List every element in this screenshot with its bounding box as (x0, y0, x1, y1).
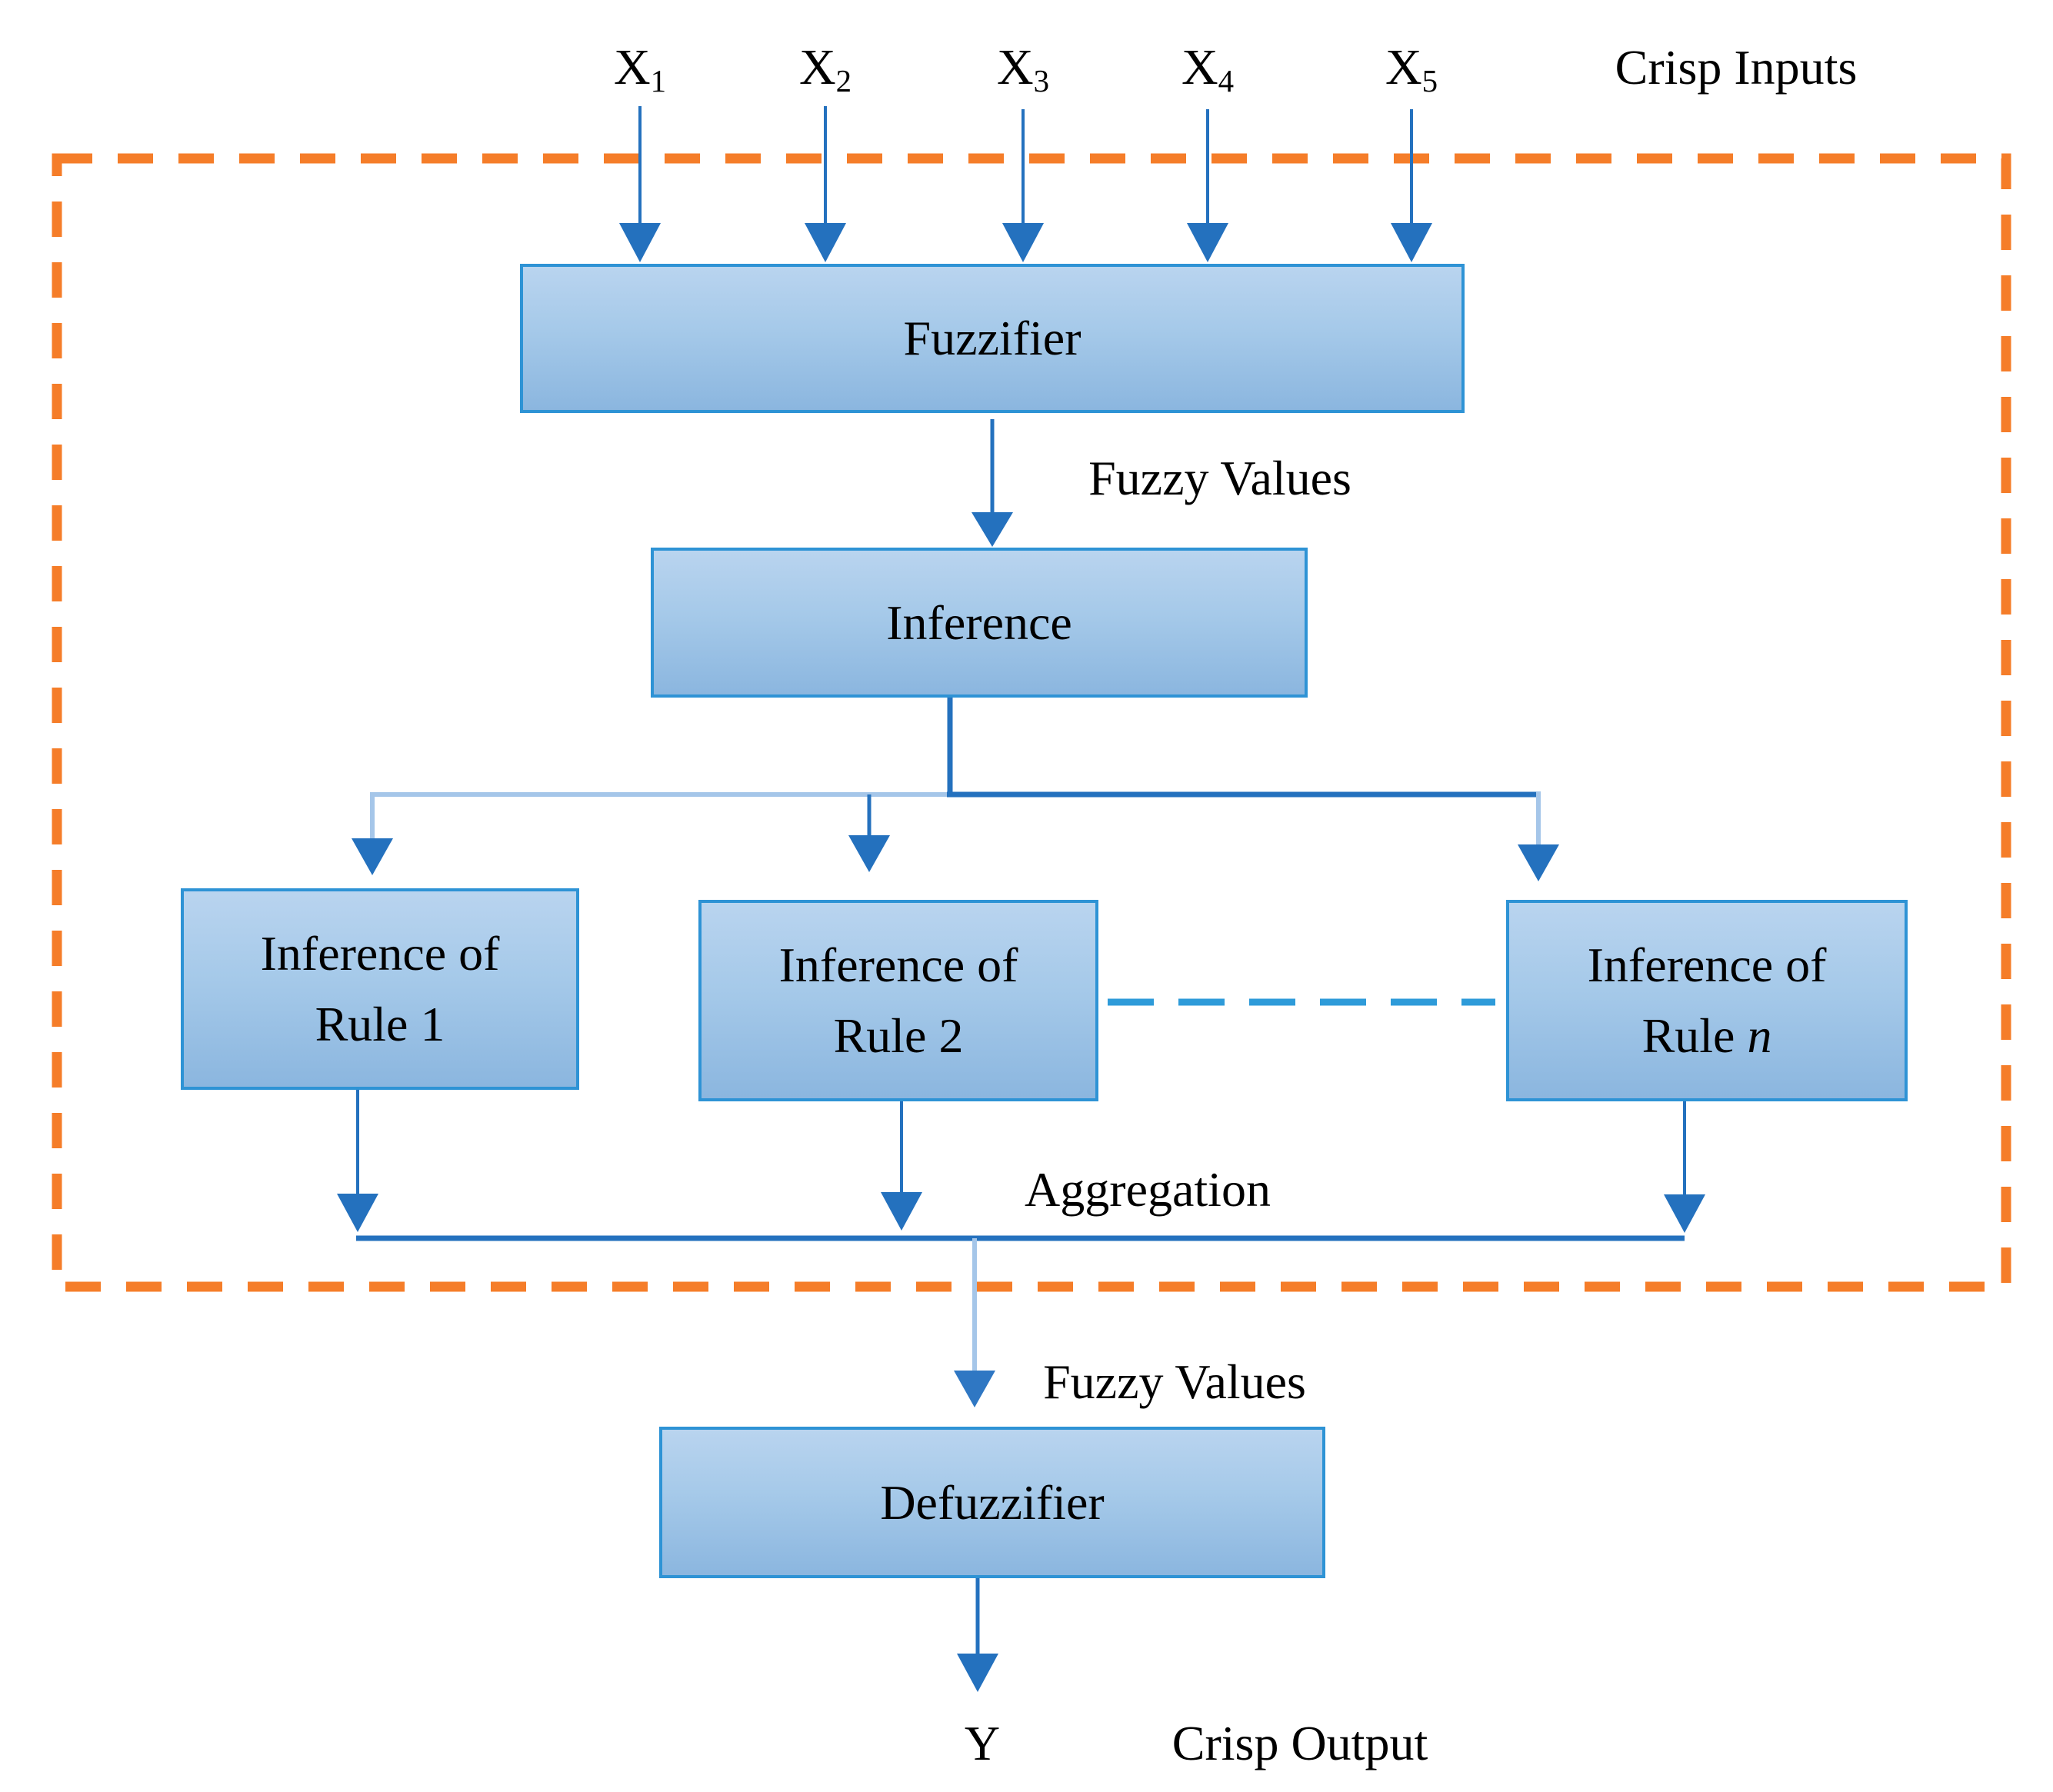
output-variable-label: Y (964, 1716, 1001, 1770)
rulen-line1: Inference of (1587, 938, 1827, 992)
rule2-line1: Inference of (778, 938, 1018, 992)
crisp-output-label: Crisp Output (1171, 1716, 1428, 1770)
inference-label: Inference (886, 595, 1072, 650)
rulen-line2: Rule n (1641, 1008, 1772, 1063)
fuzzifier-block: Fuzzifier (520, 264, 1465, 413)
rule1-output-arrow (337, 1090, 378, 1232)
fuzzifier-to-inference-arrow (972, 419, 1013, 547)
rule2-line2: Rule 2 (833, 1008, 964, 1063)
inference-rule1-block: Inference of Rule 1 (181, 888, 579, 1090)
rule1-line1: Inference of (260, 926, 500, 981)
fuzzy-values-top-label: Fuzzy Values (1088, 451, 1351, 505)
input-label-x1: X1 (613, 39, 667, 99)
aggregation-to-defuzzifier-arrow (954, 1238, 995, 1407)
input-arrow-x3 (1002, 109, 1044, 262)
defuzzifier-output-arrow (957, 1578, 998, 1692)
rule1-line2: Rule 1 (315, 997, 445, 1051)
input-label-x2: X2 (798, 39, 852, 99)
crisp-inputs-label: Crisp Inputs (1615, 40, 1858, 95)
inference-rule2-block: Inference of Rule 2 (698, 900, 1098, 1101)
branch-arrow-rulen (1518, 791, 1559, 881)
input-arrow-x1 (619, 106, 661, 262)
input-label-x3: X3 (996, 39, 1050, 99)
defuzzifier-label: Defuzzifier (880, 1474, 1105, 1530)
inference-block: Inference (651, 548, 1308, 698)
branch-arrow-rule2 (848, 794, 890, 872)
branch-arrow-rule1 (352, 792, 393, 875)
inference-rulen-block: Inference of Rule n (1506, 900, 1908, 1101)
input-arrow-x2 (805, 106, 846, 262)
system-boundary-dashed-box (52, 153, 2011, 1292)
fuzzifier-label: Fuzzifier (903, 311, 1081, 365)
defuzzifier-block: Defuzzifier (659, 1427, 1325, 1578)
input-arrow-x5 (1391, 109, 1432, 262)
rule2-output-arrow (881, 1101, 922, 1231)
fuzzy-values-bottom-label: Fuzzy Values (1043, 1354, 1306, 1409)
aggregation-label: Aggregation (1025, 1162, 1271, 1217)
input-label-x5: X5 (1385, 39, 1438, 99)
rulen-output-arrow (1664, 1101, 1705, 1233)
input-arrow-x4 (1187, 109, 1228, 262)
input-label-x4: X4 (1181, 39, 1235, 99)
